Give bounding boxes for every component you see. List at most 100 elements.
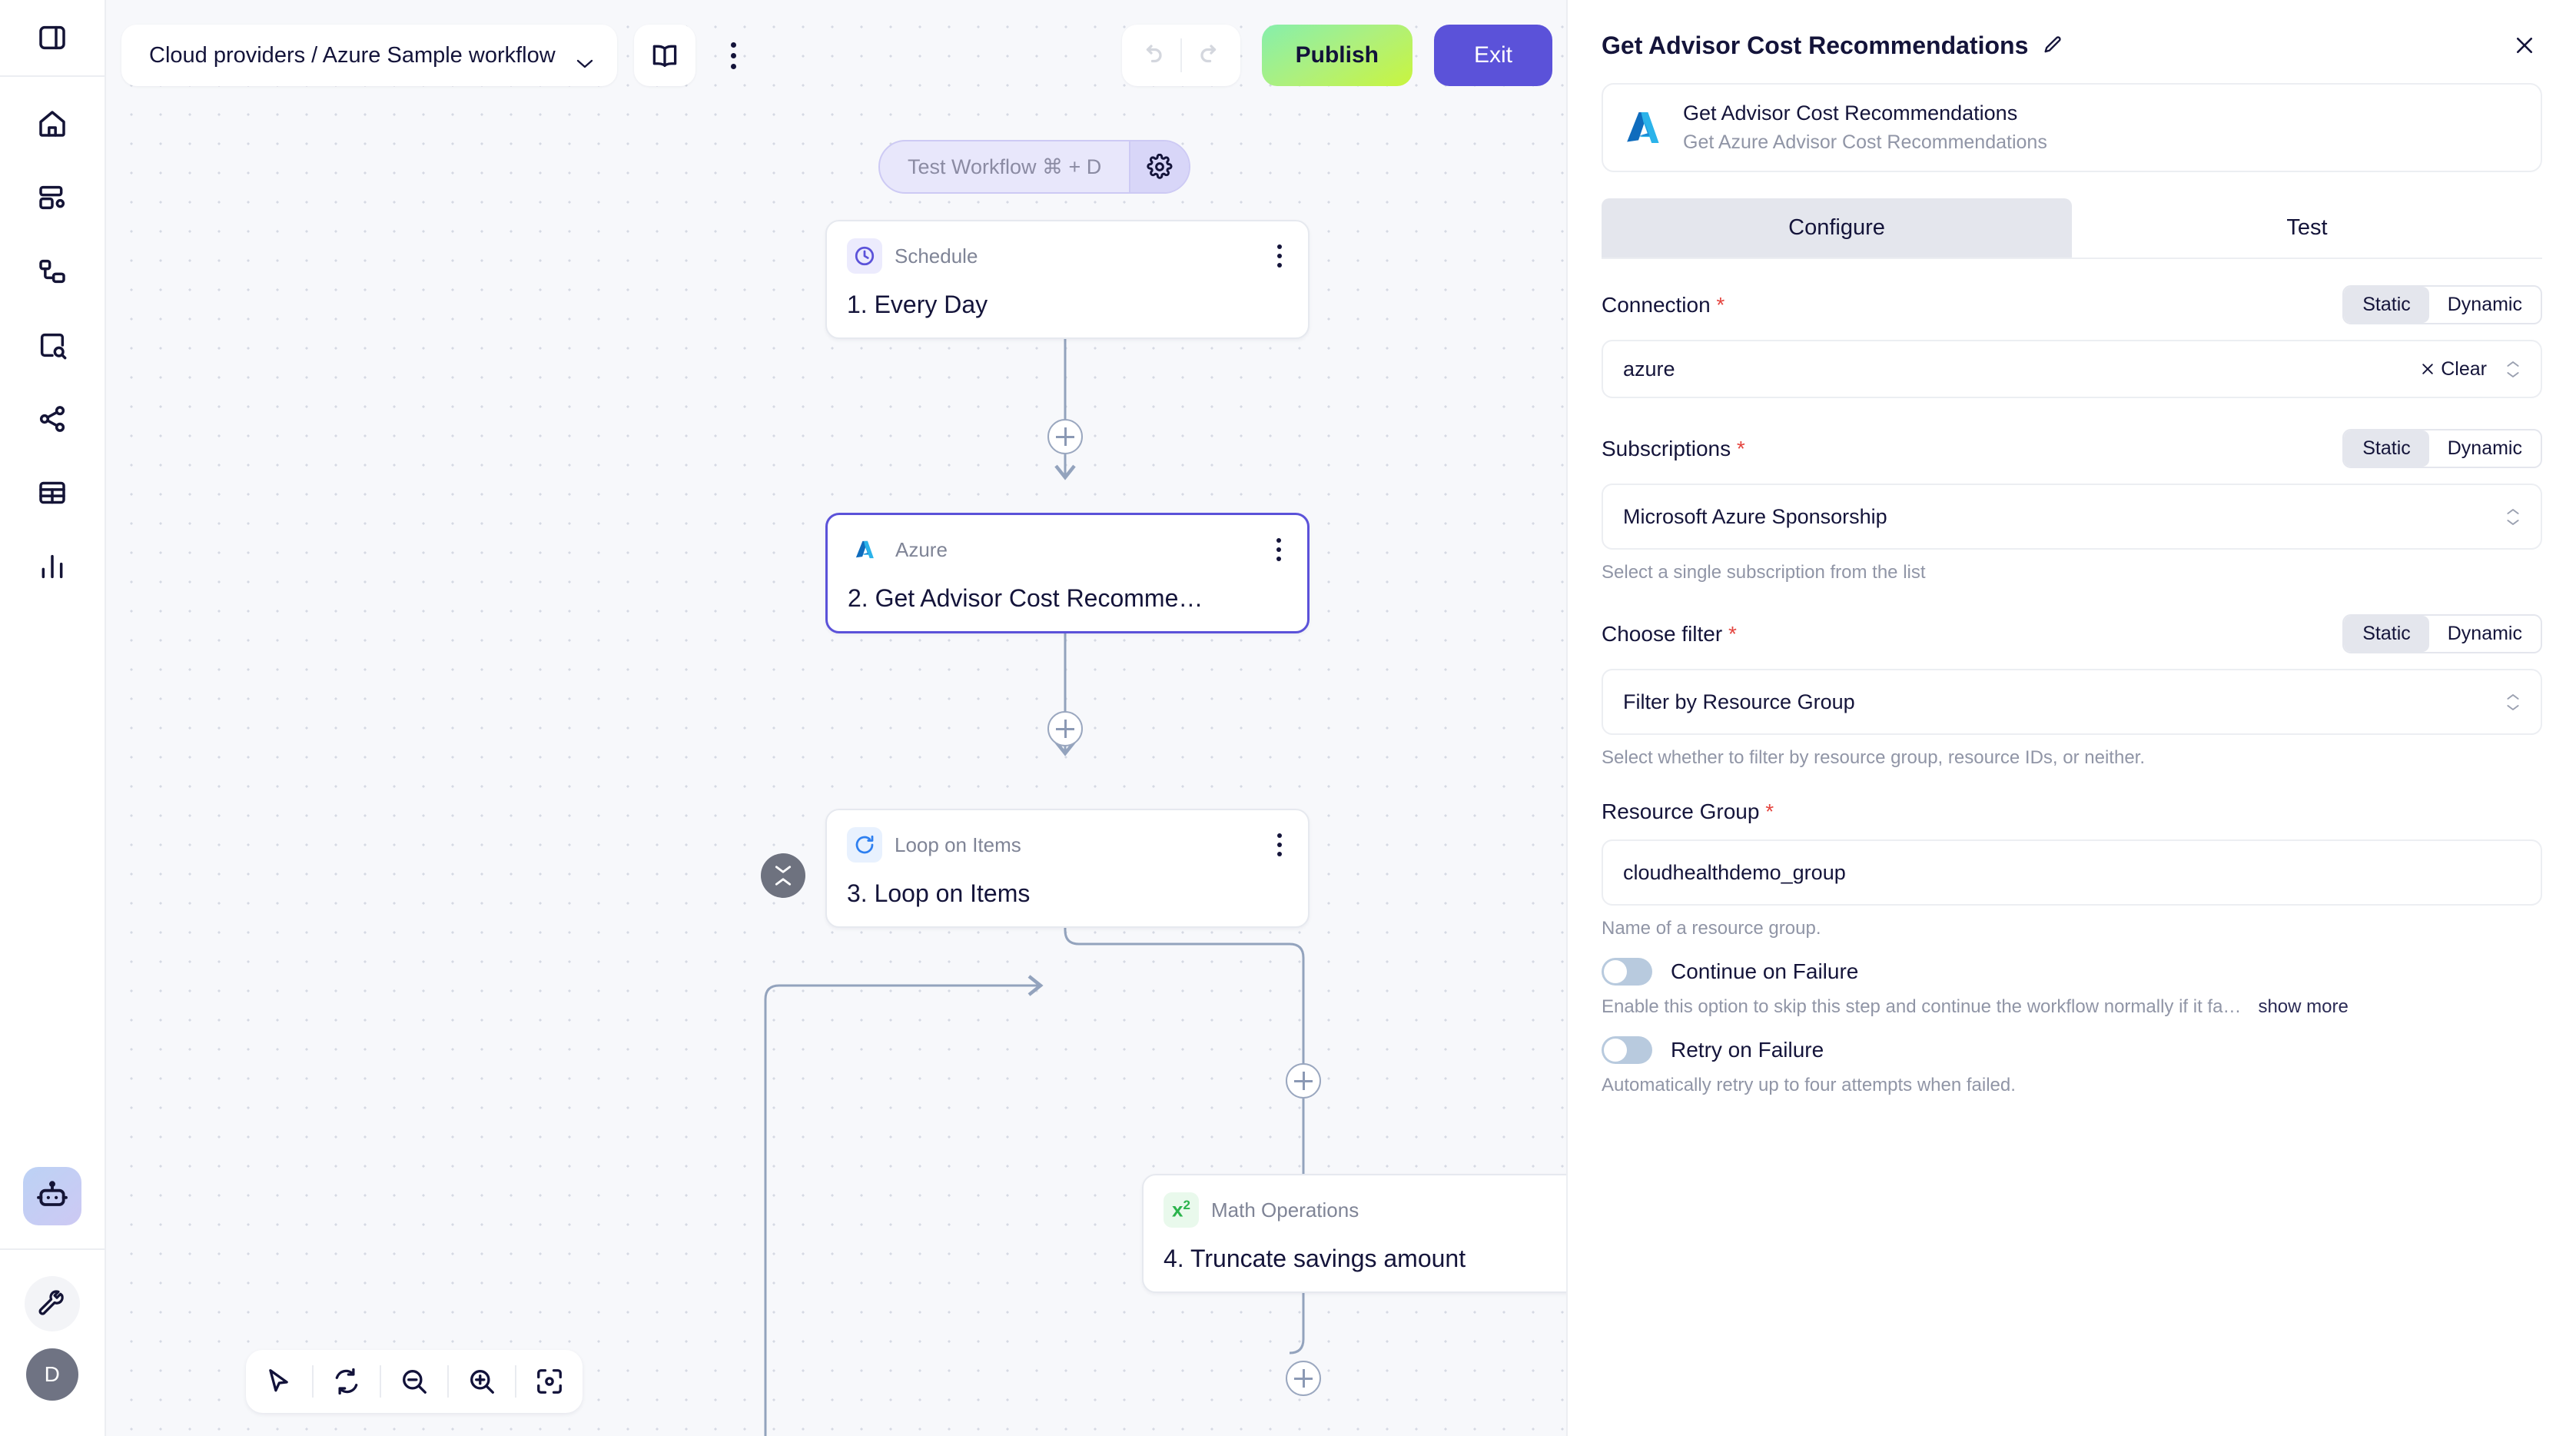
mode-toggle-filter[interactable]: Static Dynamic xyxy=(2342,614,2542,653)
sidebar-item-analytics[interactable] xyxy=(25,540,79,593)
node-header: Azure xyxy=(848,532,1287,567)
fit-view-icon[interactable] xyxy=(516,1350,583,1413)
step-config-panel: Get Advisor Cost Recommendations Get Adv… xyxy=(1566,0,2576,1436)
step-description: Get Azure Advisor Cost Recommendations xyxy=(1683,131,2047,153)
sidebar-item-home[interactable] xyxy=(25,97,79,151)
test-workflow-label: Test Workflow ⌘ + D xyxy=(908,155,1102,178)
node-kind: Schedule xyxy=(895,244,978,268)
resource-group-hint: Name of a resource group. xyxy=(1602,918,1821,939)
node-menu-button[interactable] xyxy=(1271,241,1288,271)
zoom-in-icon[interactable] xyxy=(449,1350,515,1413)
canvas-view-tools xyxy=(246,1350,583,1413)
pointer-icon[interactable] xyxy=(246,1350,312,1413)
mode-toggle-connection[interactable]: Static Dynamic xyxy=(2342,285,2542,324)
node-kind: Math Operations xyxy=(1211,1198,1359,1222)
continue-on-failure-row: Continue on Failure xyxy=(1602,958,2542,986)
zoom-out-icon[interactable] xyxy=(381,1350,447,1413)
workflow-canvas[interactable]: Cloud providers / Azure Sample workflow xyxy=(106,0,1566,1436)
node-header: Loop on Items xyxy=(847,827,1288,863)
node-kind: Loop on Items xyxy=(895,833,1021,856)
sidebar-item-tables[interactable] xyxy=(25,466,79,520)
test-workflow-button[interactable]: Test Workflow ⌘ + D xyxy=(878,140,1191,194)
field-subscriptions-group: Subscriptions * Static Dynamic Microsoft… xyxy=(1602,429,2542,583)
sidebar-item-integrations[interactable] xyxy=(25,392,79,446)
connection-value: azure xyxy=(1623,357,1675,381)
field-label-subscriptions: Subscriptions * xyxy=(1602,436,1745,460)
exit-button[interactable]: Exit xyxy=(1433,25,1552,86)
add-step-button[interactable] xyxy=(1286,1361,1321,1396)
clear-button[interactable]: Clear xyxy=(2420,358,2487,381)
field-label-resource-group: Resource Group * xyxy=(1602,799,1774,823)
redo-button[interactable] xyxy=(1182,25,1240,86)
subscriptions-select[interactable]: Microsoft Azure Sponsorship xyxy=(1602,484,2542,550)
mode-dynamic[interactable]: Dynamic xyxy=(2447,437,2522,459)
node-menu-button[interactable] xyxy=(1270,535,1287,564)
close-icon[interactable] xyxy=(2507,28,2542,63)
settings-wrench-icon[interactable] xyxy=(25,1276,80,1331)
node-header: Schedule xyxy=(847,238,1288,274)
node-menu-button[interactable] xyxy=(1271,830,1288,859)
clear-label: Clear xyxy=(2441,357,2487,380)
mode-toggle-subscriptions[interactable]: Static Dynamic xyxy=(2342,429,2542,468)
breadcrumb-label: Cloud providers / Azure Sample workflow xyxy=(149,42,556,68)
required-mark: * xyxy=(1710,292,1725,317)
avatar[interactable]: D xyxy=(26,1348,78,1401)
node-math[interactable]: x2 Math Operations 4. Truncate savings a… xyxy=(1142,1174,1566,1293)
resource-group-input[interactable]: cloudhealthdemo_group xyxy=(1602,839,2542,906)
stepper-icon[interactable] xyxy=(2505,360,2521,379)
more-options-button[interactable] xyxy=(703,25,765,86)
rail-divider xyxy=(0,1248,105,1250)
node-loop[interactable]: Loop on Items 3. Loop on Items xyxy=(825,809,1310,928)
connection-input[interactable]: azure Clear xyxy=(1602,340,2542,398)
sidebar-toggle-icon[interactable] xyxy=(25,11,79,65)
add-step-button[interactable] xyxy=(1286,1063,1321,1099)
add-step-button[interactable] xyxy=(1047,711,1083,746)
field-filter-row: Choose filter * Static Dynamic xyxy=(1602,614,2542,653)
sidebar-item-workflows[interactable] xyxy=(25,244,79,298)
undo-button[interactable] xyxy=(1122,25,1180,86)
mode-static[interactable]: Static xyxy=(2344,287,2429,323)
azure-icon xyxy=(848,532,883,567)
mode-dynamic[interactable]: Dynamic xyxy=(2447,623,2522,644)
mode-static[interactable]: Static xyxy=(2344,430,2429,467)
loop-icon xyxy=(847,827,882,863)
node-title: 2. Get Advisor Cost Recomme… xyxy=(848,584,1203,612)
subscriptions-hint: Select a single subscription from the li… xyxy=(1602,562,1926,583)
continue-on-failure-label: Continue on Failure xyxy=(1671,959,1859,983)
tab-configure[interactable]: Configure xyxy=(1602,198,2072,258)
toolbar-actions: Publish Exit xyxy=(1121,25,1552,86)
refresh-icon[interactable] xyxy=(314,1350,380,1413)
add-step-button[interactable] xyxy=(1047,419,1083,454)
mode-dynamic[interactable]: Dynamic xyxy=(2447,294,2522,315)
sidebar-item-explore[interactable] xyxy=(25,318,79,372)
stepper-icon[interactable] xyxy=(2505,693,2521,712)
ai-assistant-icon[interactable] xyxy=(23,1167,81,1225)
undo-redo-group xyxy=(1121,25,1240,86)
azure-icon xyxy=(1623,107,1665,148)
sidebar-item-dashboard[interactable] xyxy=(25,171,79,224)
docs-button[interactable] xyxy=(633,25,695,86)
toggle-knob xyxy=(1604,1039,1627,1062)
stepper-icon[interactable] xyxy=(2505,507,2521,527)
continue-on-failure-hint-row: Enable this option to skip this step and… xyxy=(1602,996,2542,1018)
step-identity-card: Get Advisor Cost Recommendations Get Azu… xyxy=(1602,83,2542,172)
clock-icon xyxy=(847,238,882,274)
tab-test[interactable]: Test xyxy=(2286,215,2328,240)
edit-pencil-icon[interactable] xyxy=(2042,35,2063,56)
continue-on-failure-toggle[interactable] xyxy=(1602,958,1652,986)
gear-icon[interactable] xyxy=(1129,141,1190,192)
filter-select[interactable]: Filter by Resource Group xyxy=(1602,669,2542,735)
field-resource-group-group: Resource Group * cloudhealthdemo_group N… xyxy=(1602,799,2542,939)
breadcrumb[interactable]: Cloud providers / Azure Sample workflow xyxy=(121,25,617,86)
mode-static[interactable]: Static xyxy=(2344,616,2429,652)
node-azure[interactable]: Azure 2. Get Advisor Cost Recomme… xyxy=(825,513,1310,633)
node-schedule[interactable]: Schedule 1. Every Day xyxy=(825,220,1310,339)
panel-tabs: Configure Test xyxy=(1602,198,2542,259)
publish-button[interactable]: Publish xyxy=(1261,25,1412,86)
show-more-link[interactable]: show more xyxy=(2258,996,2349,1017)
divider xyxy=(1180,38,1182,72)
collapse-branch-button[interactable] xyxy=(761,853,805,898)
retry-on-failure-toggle[interactable] xyxy=(1602,1036,1652,1064)
retry-on-failure-hint: Automatically retry up to four attempts … xyxy=(1602,1075,2016,1095)
